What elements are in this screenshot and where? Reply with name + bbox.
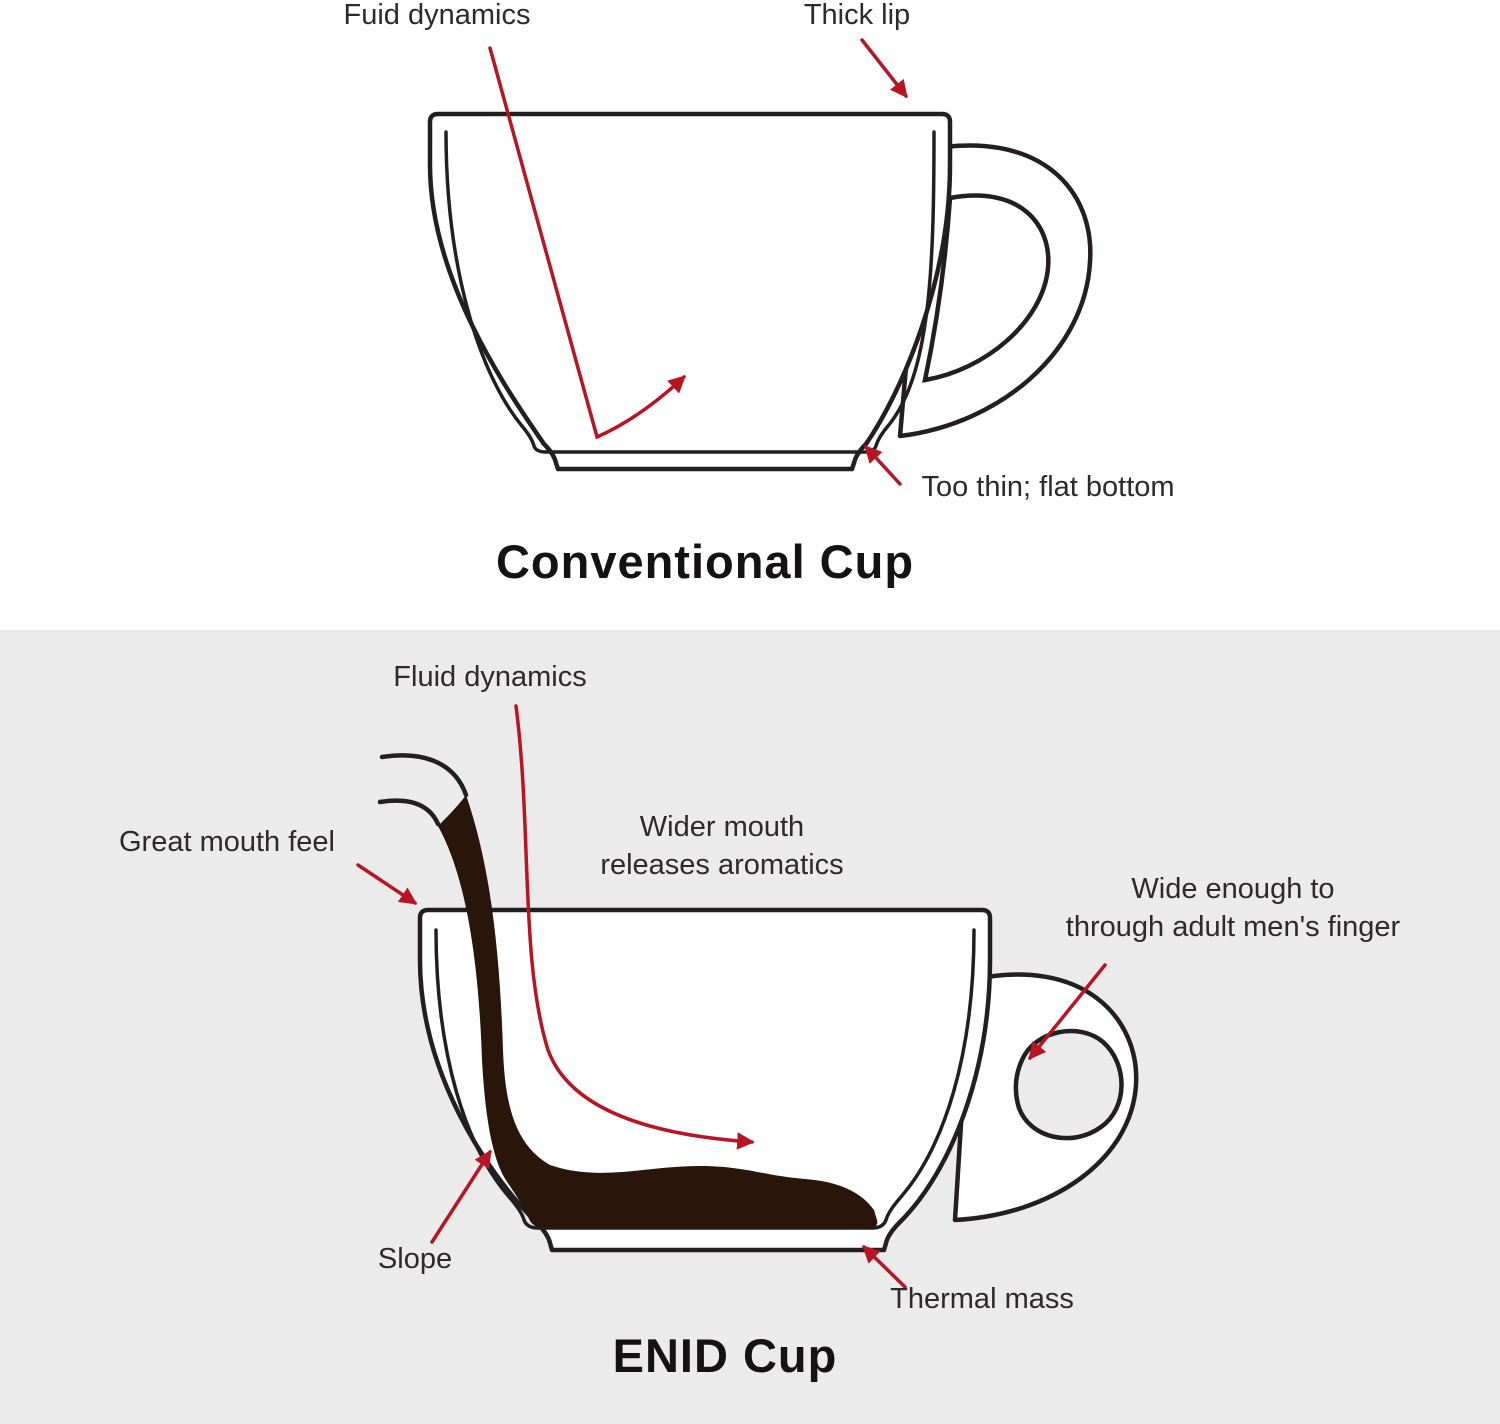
arrow-too-thin xyxy=(864,445,902,486)
enid-cup-title: ENID Cup xyxy=(612,1329,838,1382)
label-great-mouth-feel: Great mouth feel xyxy=(119,826,335,858)
arrow-thick-lip xyxy=(860,38,908,99)
enid-cup-drawing xyxy=(356,704,1139,1289)
label-wider-mouth-line2: releases aromatics xyxy=(600,849,844,881)
arrow-wide-enough xyxy=(1028,963,1107,1061)
conventional-cup-drawing xyxy=(427,38,1093,486)
label-slope: Slope xyxy=(377,1243,453,1275)
label-wider-mouth: Wider mouth releases aromatics xyxy=(600,808,843,884)
cup-body-outline xyxy=(417,907,993,1253)
arrow-great-mouth-feel xyxy=(356,863,418,905)
label-wide-enough-line2: through adult men's finger xyxy=(1065,911,1401,943)
label-thick-lip: Thick lip xyxy=(803,0,911,31)
label-fluid-dynamics: Fluid dynamics xyxy=(393,661,587,693)
handle-hole xyxy=(922,193,1051,383)
cup-inner-wall xyxy=(444,130,936,454)
label-thermal-mass: Thermal mass xyxy=(890,1283,1074,1315)
label-too-thin-flat-bottom: Too thin; flat bottom xyxy=(921,471,1175,503)
arrow-slope xyxy=(430,1149,492,1244)
arrow-thermal-mass xyxy=(862,1245,907,1289)
label-wider-mouth-line1: Wider mouth xyxy=(639,811,805,843)
spout-top-edge xyxy=(379,753,469,798)
arrow-fluid-dynamics xyxy=(514,704,755,1150)
label-wide-enough-line1: Wide enough to xyxy=(1131,873,1335,905)
arrow-fluid-dynamics xyxy=(488,46,686,440)
conventional-cup-panel: Fuid dynamics Thick lip Too thin; flat b… xyxy=(0,0,1500,630)
cup-body-outline xyxy=(427,111,953,472)
label-wide-enough: Wide enough to through adult men's finge… xyxy=(1066,870,1400,946)
enid-cup-panel: Fluid dynamics Great mouth feel Wider mo… xyxy=(0,630,1500,1424)
label-fluid-dynamics: Fuid dynamics xyxy=(343,0,531,31)
handle-hole xyxy=(1013,1028,1124,1141)
conventional-cup-title: Conventional Cup xyxy=(495,535,915,588)
coffee-stream-and-pool xyxy=(438,795,878,1228)
spout-bottom-edge xyxy=(377,798,441,827)
